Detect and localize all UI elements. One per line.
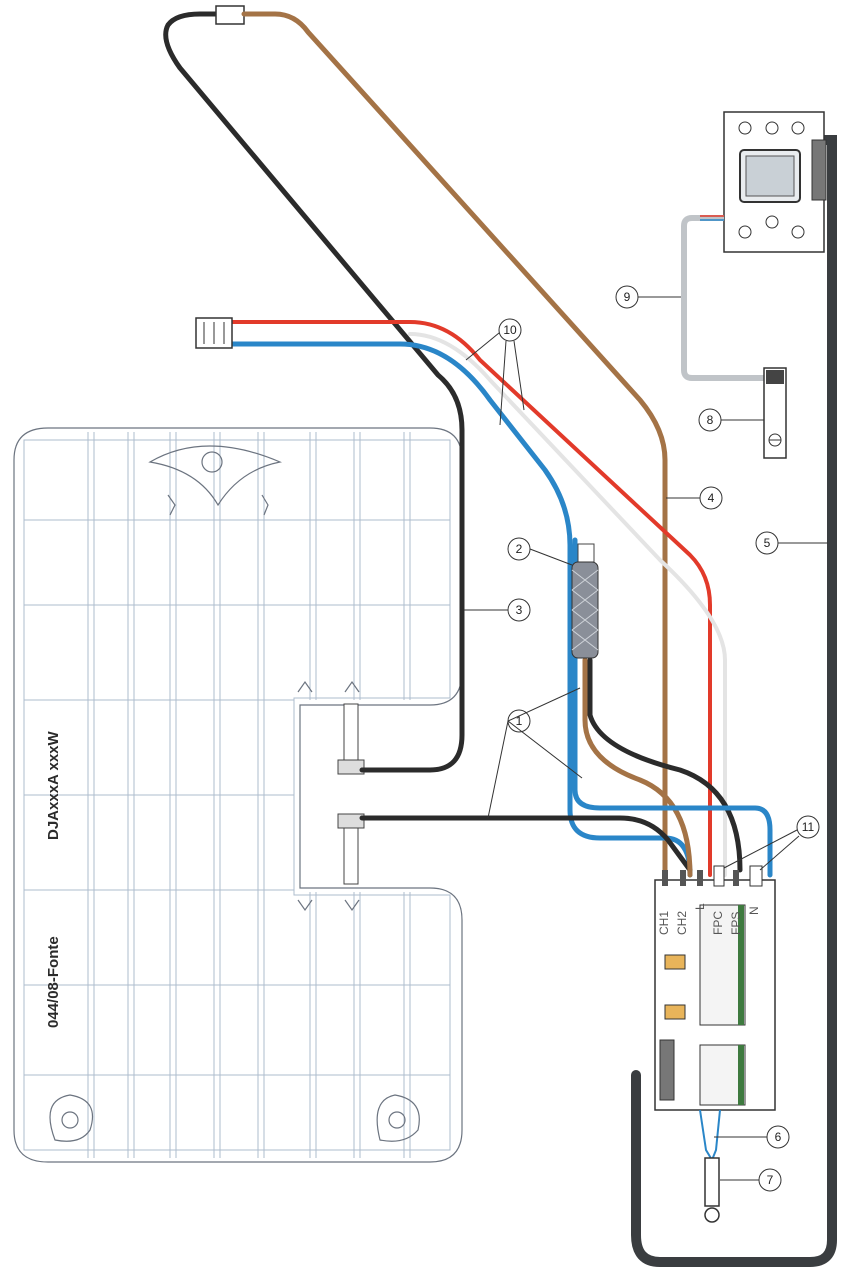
callout-10-label: 10 (503, 323, 517, 337)
callout-7-label: 7 (767, 1173, 774, 1187)
callout-2: 2 (507, 537, 573, 566)
brown-wire-4 (241, 11, 668, 878)
blue-wire-1 (572, 537, 773, 878)
heating-plate: 044/08-Fonte DJAxxxA xxxW (13, 427, 463, 1163)
dark-cable-5 (631, 135, 837, 1267)
callout-9-label: 9 (624, 290, 631, 304)
callout-3-label: 3 (516, 603, 523, 617)
brown-wire-1 (582, 657, 693, 878)
callout-3: 3 (464, 598, 531, 622)
sensor-module (763, 367, 787, 459)
callout-5-label: 5 (764, 536, 771, 550)
control-board (654, 865, 776, 1111)
terminal-l: L (693, 903, 707, 910)
inline-connector (215, 5, 245, 25)
callout-10: 10 (465, 318, 525, 426)
model-label: DJAxxxA xxxW (45, 730, 62, 840)
callout-8-label: 8 (707, 413, 714, 427)
black-wire-1 (587, 657, 743, 873)
callout-4: 4 (666, 486, 723, 510)
callout-8: 8 (698, 408, 764, 432)
terminal-fpc: FPC (711, 911, 725, 935)
callout-11-label: 11 (802, 820, 815, 834)
terminal-n: N (747, 906, 761, 915)
black-wire-1-lower (359, 815, 693, 873)
callouts: 1 2 3 4 5 6 (464, 285, 828, 1192)
callout-5: 5 (755, 531, 828, 555)
terminal-fps: FPS (729, 912, 743, 935)
terminal-ch1: CH1 (657, 911, 671, 935)
callout-7: 7 (720, 1168, 782, 1192)
callout-6: 6 (714, 1125, 790, 1149)
terminal-lower-lug (337, 813, 365, 829)
callout-11: 11 (723, 815, 820, 871)
terminal-ch2: CH2 (675, 911, 689, 935)
white-wire-10 (408, 332, 727, 877)
braided-sleeve (571, 543, 599, 659)
black-wire-3 (163, 11, 465, 773)
cable-bundle (163, 5, 773, 878)
callout-2-label: 2 (516, 542, 523, 556)
three-pin-connector (195, 317, 233, 349)
terminal-upper-lug (337, 759, 365, 775)
callout-4-label: 4 (708, 491, 715, 505)
terminal-upper (343, 703, 359, 761)
callout-1-label: 1 (516, 714, 523, 728)
red-wire-10 (228, 320, 712, 877)
callout-9: 9 (615, 285, 681, 309)
heater-label: 044/08-Fonte (45, 936, 62, 1028)
terminal-lower (343, 827, 359, 885)
plate-terminals (337, 703, 365, 885)
callout-6-label: 6 (775, 1130, 782, 1144)
probe (699, 1109, 721, 1223)
callout-1: 1 (487, 687, 583, 819)
terminal-labels: CH1 CH2 L FPC FPS N (657, 903, 761, 935)
grey-cable-9 (681, 215, 768, 381)
display-board (723, 111, 827, 253)
